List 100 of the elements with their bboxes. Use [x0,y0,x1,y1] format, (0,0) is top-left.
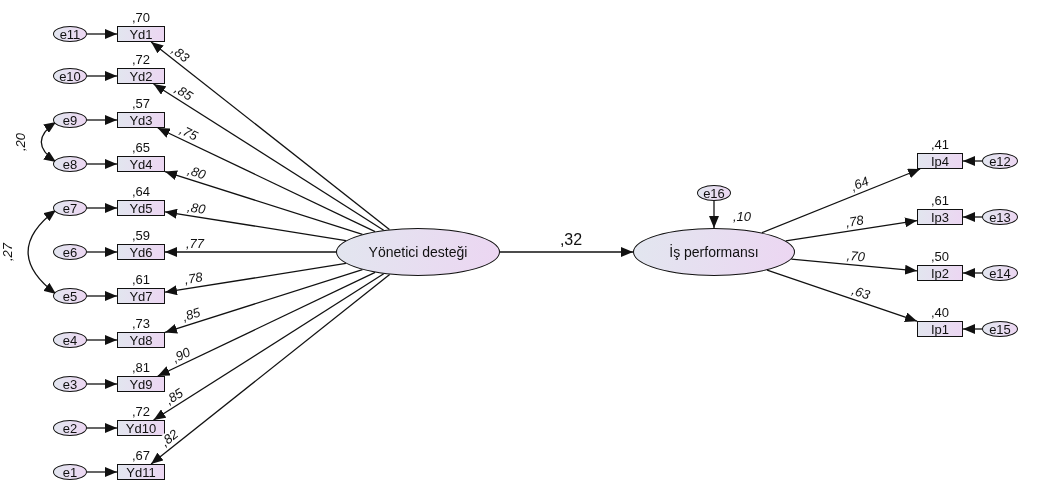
arrow [962,268,983,278]
variable-name: e3 [62,377,78,391]
variable-name: İş performansı [669,245,759,259]
arrow [86,247,118,257]
arrow [761,168,921,234]
variable-name: Ip4 [930,154,950,168]
covariance-arrow [40,121,57,163]
squared-correlation: ,73 [131,317,151,330]
arrow [164,269,364,334]
observed-variable-box [117,420,165,436]
arrow [164,262,347,296]
squared-correlation: ,40 [930,306,950,319]
observed-variable-box [117,464,165,480]
latent-variable-ellipse [336,228,500,276]
squared-correlation: ,57 [131,97,151,110]
error-term-ellipse [982,209,1018,225]
variable-name: Yd8 [129,333,153,347]
variable-name: Yd7 [129,289,153,303]
arrow [86,203,118,213]
squared-correlation: ,72 [131,405,151,418]
arrow [86,379,118,389]
arrow [86,115,118,125]
edge-label: ,20 [13,131,27,153]
variable-name: Yd9 [129,377,153,391]
variable-name: e2 [62,421,78,435]
observed-variable-box [917,153,963,169]
error-term-ellipse [53,244,87,260]
observed-variable-box [117,26,165,42]
arrow [86,467,118,477]
arrow [86,159,118,169]
variable-name: e7 [62,201,78,215]
error-term-ellipse [53,464,87,480]
observed-variable-box [117,68,165,84]
variable-name: e5 [62,289,78,303]
error-term-ellipse [53,112,87,128]
arrow [164,208,347,242]
squared-correlation: ,59 [131,229,151,242]
squared-correlation: ,67 [131,449,151,462]
arrow [152,273,385,421]
arrow [157,271,376,377]
squared-correlation: ,65 [131,141,151,154]
squared-correlation: ,72 [131,53,151,66]
arrow [86,29,118,39]
observed-variable-box [917,321,963,337]
variable-name: Yd2 [129,69,153,83]
variable-name: Yönetici desteği [368,245,468,259]
error-term-ellipse [53,26,87,42]
error-term-ellipse [982,265,1018,281]
edge-label: ,70 [845,248,867,264]
arrow [164,247,337,257]
edge-label: ,27 [0,241,14,263]
squared-correlation: ,50 [930,250,950,263]
arrow [709,200,719,229]
observed-variable-box [117,112,165,128]
variable-name: Ip3 [930,210,950,224]
variable-name: e15 [989,322,1011,336]
variable-name: e9 [62,113,78,127]
error-term-ellipse [982,153,1018,169]
arrow [152,83,385,231]
observed-variable-box [117,200,165,216]
observed-variable-box [117,244,165,260]
error-term-ellipse [53,288,87,304]
arrow [962,212,983,222]
error-term-ellipse [53,156,87,172]
arrow [962,324,983,334]
squared-correlation: ,61 [930,194,950,207]
arrow [499,247,634,257]
variable-name: e6 [62,245,78,259]
error-term-ellipse [697,185,731,201]
squared-correlation: ,61 [131,273,151,286]
squared-correlation: ,41 [930,138,950,151]
edge-label: ,32 [558,232,584,248]
variable-name: Yd11 [126,465,156,479]
variable-name: Yd5 [129,201,153,215]
arrow [157,127,376,233]
arrow [86,423,118,433]
variable-name: e8 [62,157,78,171]
variable-name: Yd1 [129,27,153,41]
variable-name: e4 [62,333,78,347]
arrow [164,170,364,235]
variable-name: Yd10 [125,421,157,435]
observed-variable-box [117,332,165,348]
variable-name: e14 [989,266,1011,280]
arrow [86,291,118,301]
variable-name: e16 [703,186,725,200]
squared-correlation: ,10 [732,210,752,223]
squared-correlation: ,64 [131,185,151,198]
covariance-arrow [27,209,57,295]
observed-variable-box [117,376,165,392]
observed-variable-box [117,288,165,304]
observed-variable-box [917,209,963,225]
edge-label: ,78 [182,270,205,287]
variable-name: e10 [59,69,81,83]
arrow [962,156,983,166]
error-term-ellipse [53,200,87,216]
error-term-ellipse [53,68,87,84]
squared-correlation: ,81 [131,361,151,374]
arrow [86,71,118,81]
variable-name: Ip1 [930,322,950,336]
variable-name: Yd3 [129,113,153,127]
